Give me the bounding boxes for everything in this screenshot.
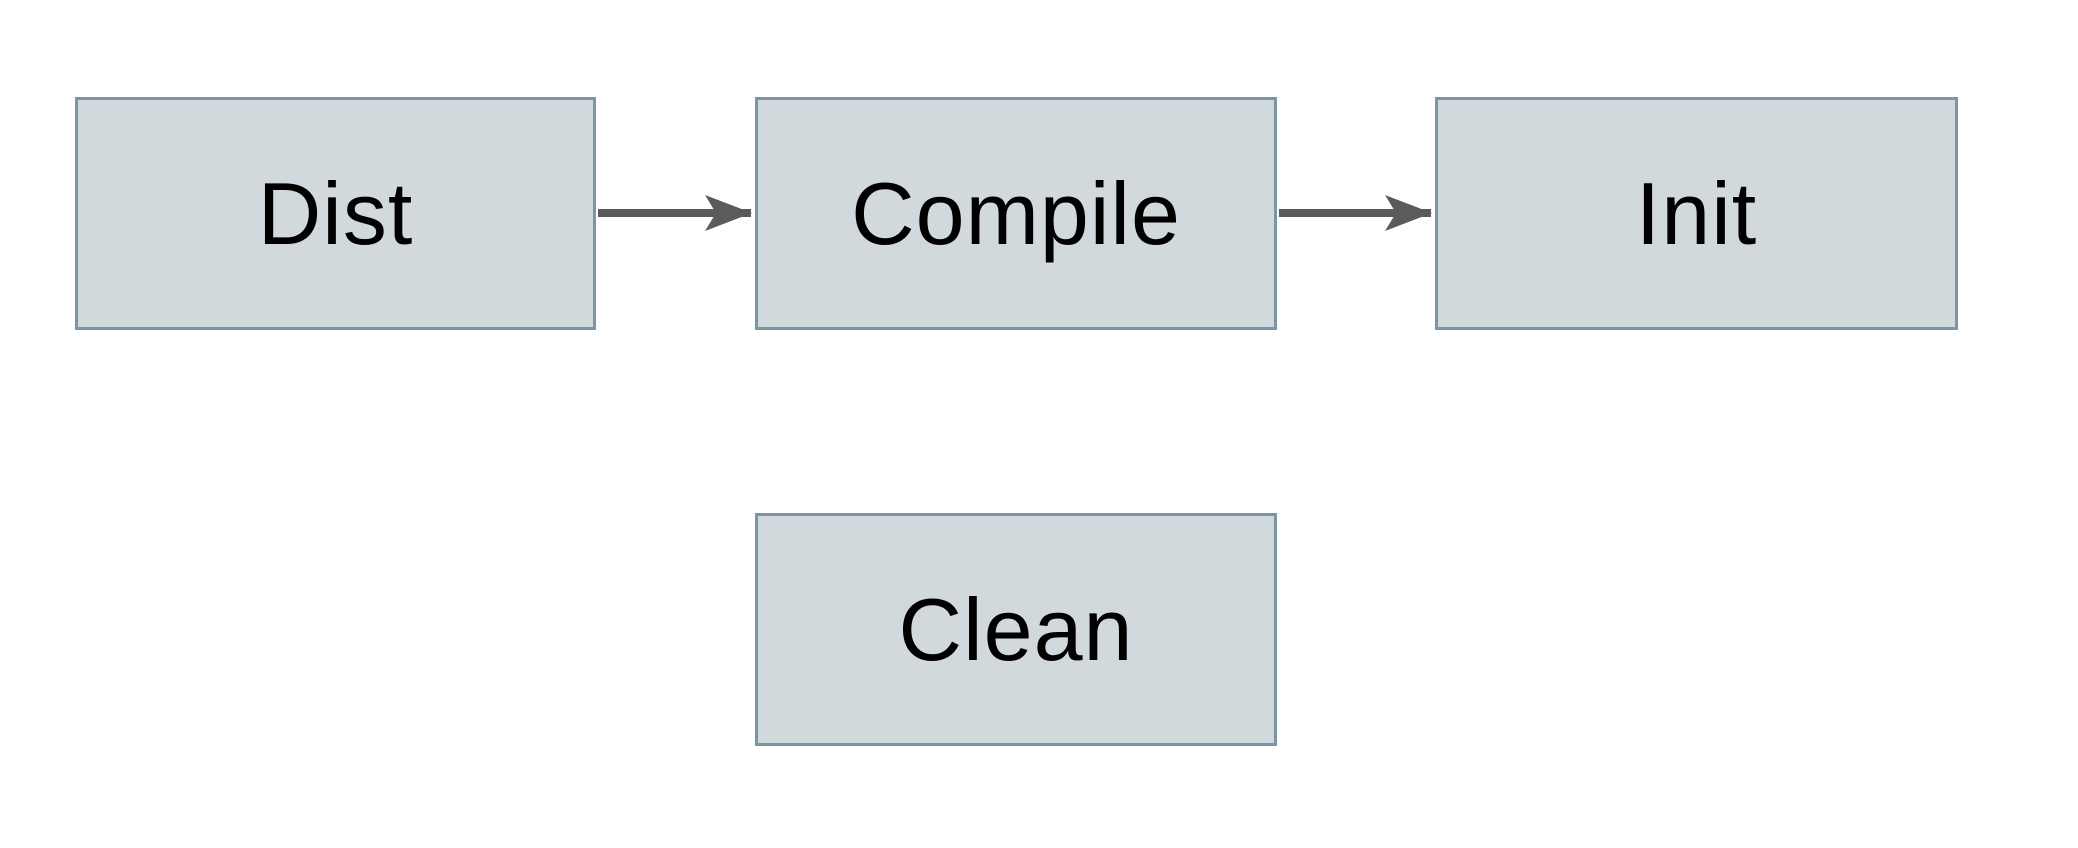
node-clean-label: Clean	[898, 579, 1134, 679]
node-dist-label: Dist	[257, 163, 414, 263]
node-compile-label: Compile	[851, 163, 1181, 263]
node-clean[interactable]: Clean	[755, 513, 1277, 746]
node-init-label: Init	[1635, 163, 1758, 263]
node-dist[interactable]: Dist	[75, 97, 596, 330]
node-compile[interactable]: Compile	[755, 97, 1277, 330]
node-init[interactable]: Init	[1435, 97, 1958, 330]
